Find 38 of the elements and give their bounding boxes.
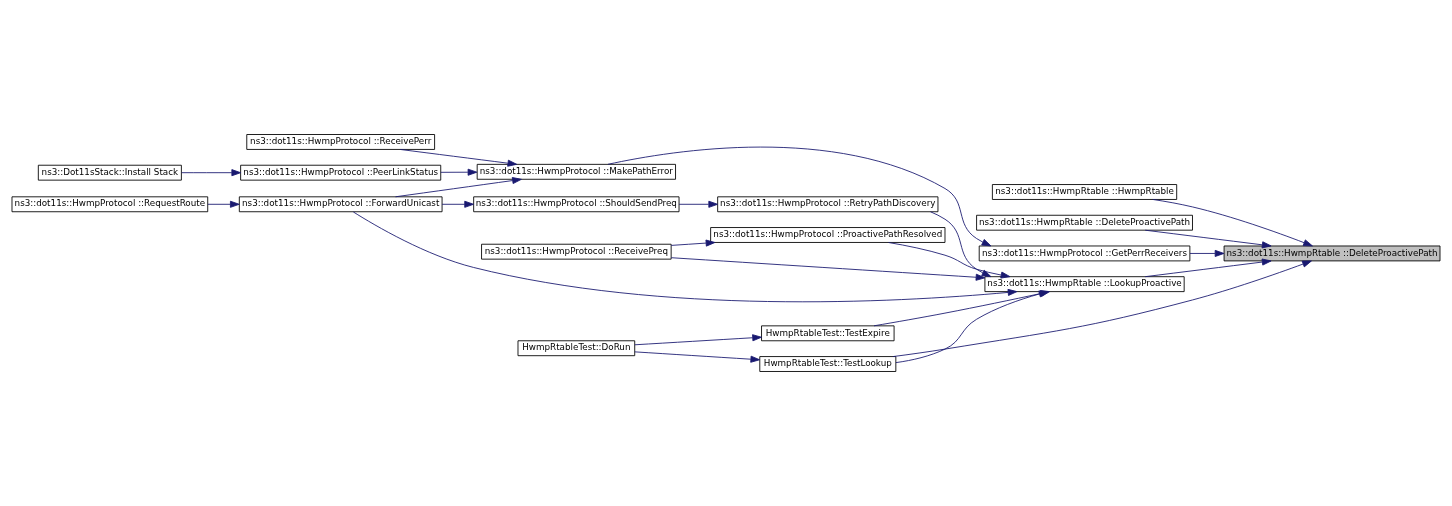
arrow <box>670 239 716 247</box>
arrow <box>399 149 518 167</box>
arrow <box>207 200 240 208</box>
node-box: ns3::dot11s::HwmpRtable ::LookupProactive <box>984 276 1185 293</box>
arrow <box>1144 229 1272 249</box>
node-box: ns3::dot11s::HwmpRtable ::DeleteProactivePath <box>976 214 1193 231</box>
arrow <box>888 242 1011 279</box>
node-box: HwmpRtableTest::TestExpire <box>761 325 895 342</box>
arrow <box>892 260 1312 357</box>
node-box: ns3::dot11s::HwmpProtocol ::RequestRoute <box>11 196 209 213</box>
arrow <box>607 146 992 247</box>
node-box: ns3::dot11s::HwmpProtocol ::ReceivePreq <box>481 243 672 260</box>
node-box: ns3::dot11s::HwmpProtocol ::MakePathError <box>476 163 676 180</box>
arrow <box>634 351 761 363</box>
arrow <box>670 257 986 281</box>
arrow <box>678 200 719 208</box>
arrow <box>930 211 992 278</box>
arrow <box>440 168 478 176</box>
arrow <box>1189 249 1225 257</box>
node-box: ns3::dot11s::HwmpProtocol ::GetPerrReceivers <box>978 245 1191 262</box>
node-box: ns3::dot11s::HwmpProtocol ::ProactivePathResolved <box>710 227 946 243</box>
arrow <box>352 211 1018 303</box>
node-box: ns3::dot11s::HwmpRtable ::HwmpRtable <box>991 184 1178 200</box>
node-box: ns3::Dot11sStack::Install Stack <box>37 164 182 181</box>
node-box: HwmpRtableTest::DoRun <box>517 340 636 357</box>
arrow <box>1152 199 1313 247</box>
arrow <box>1144 258 1272 278</box>
arrow <box>634 334 762 346</box>
node-box: ns3::dot11s::HwmpProtocol ::ReceivePerr <box>246 134 436 150</box>
node-box: ns3::dot11s::HwmpProtocol ::RetryPathDiscovery <box>717 196 939 213</box>
arrow <box>441 200 474 208</box>
arrow <box>395 177 522 198</box>
node-box: ns3::dot11s::HwmpProtocol ::ShouldSendPreq <box>473 196 680 213</box>
node-box: ns3::dot11s::HwmpProtocol ::ForwardUnicast <box>238 196 443 213</box>
node-box: ns3::dot11s::HwmpProtocol ::PeerLinkStatus <box>240 164 442 181</box>
node-box: ns3::dot11s::HwmpRtable ::DeleteProactivePath <box>1223 245 1441 262</box>
arrow <box>181 169 242 177</box>
node-box: HwmpRtableTest::TestLookup <box>759 356 897 372</box>
